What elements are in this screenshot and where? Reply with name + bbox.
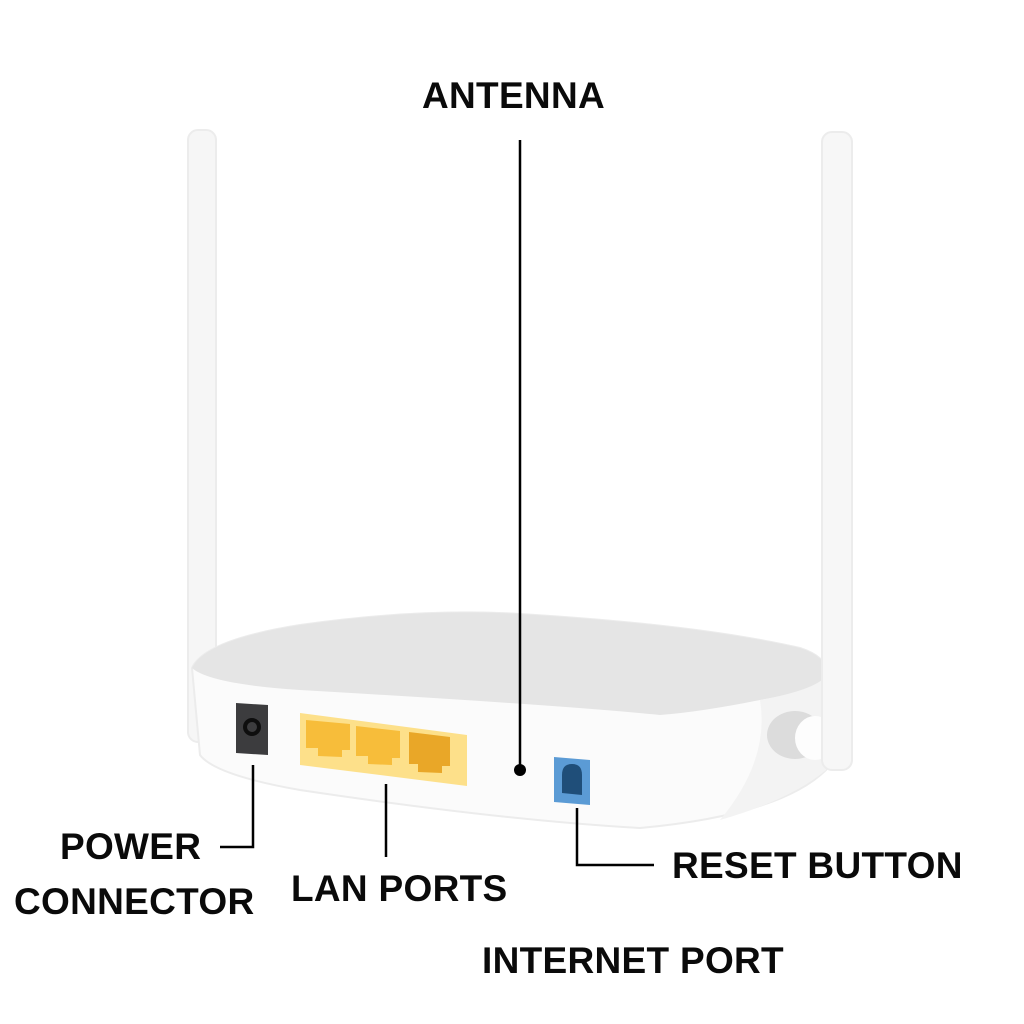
lan-port-1 — [306, 720, 350, 757]
lan-ports — [300, 713, 467, 786]
lan-port-2 — [356, 726, 400, 765]
power-leader-line — [220, 765, 255, 849]
router-top-surface — [192, 612, 827, 715]
router-body — [190, 611, 828, 830]
lan-port-3 — [409, 732, 450, 773]
antenna-label: ANTENNA — [422, 75, 605, 116]
internet-port — [554, 757, 590, 805]
antenna-leader-dot — [514, 764, 526, 776]
internet-port-label: INTERNET PORT — [482, 940, 784, 981]
power-connector-label-line1: POWER — [60, 826, 202, 867]
leader-lines — [220, 140, 654, 867]
right-antenna — [821, 131, 853, 771]
power-connector-port — [236, 703, 268, 755]
reset-button-label: RESET BUTTON — [672, 845, 963, 886]
internet-leader-line — [575, 808, 654, 867]
lan-ports-label: LAN PORTS — [291, 868, 508, 909]
power-connector-label-line2: CONNECTOR — [14, 881, 255, 922]
